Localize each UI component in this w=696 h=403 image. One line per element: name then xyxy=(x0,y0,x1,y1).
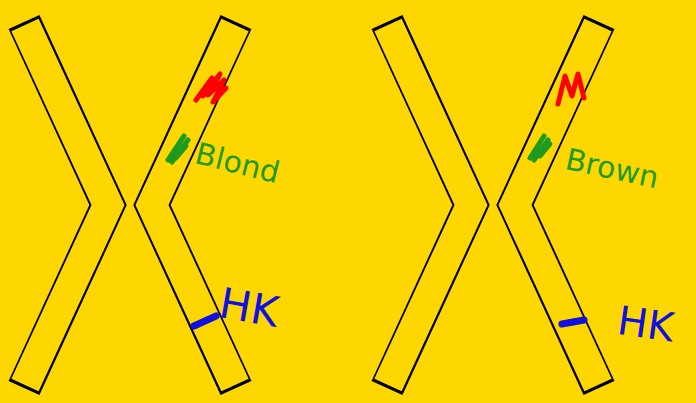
gene-label: HK xyxy=(615,300,676,347)
trait-label: Brown xyxy=(563,144,661,193)
trait-label: Blond xyxy=(192,138,282,188)
left-chromosome xyxy=(24,22,236,388)
gene-label: HK xyxy=(216,282,282,334)
right-chromosome xyxy=(387,22,599,388)
